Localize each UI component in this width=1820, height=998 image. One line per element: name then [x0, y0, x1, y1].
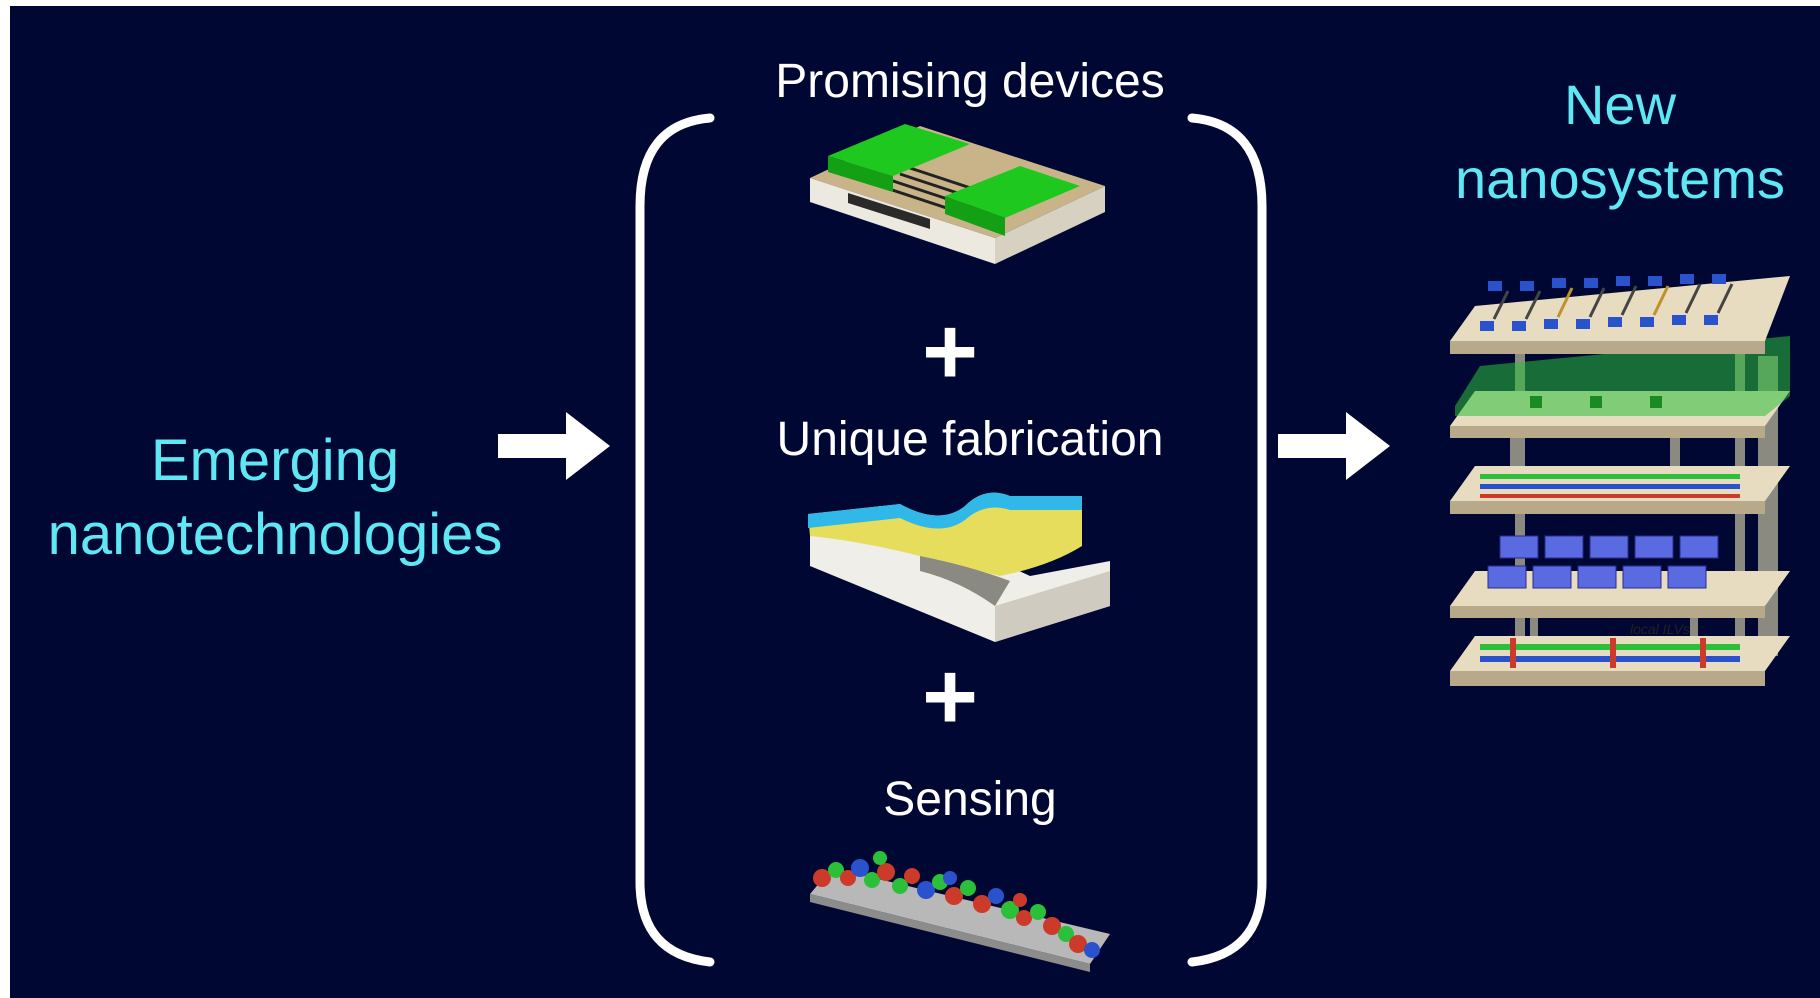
diagram-graphics: local ILVs — [498, 113, 1790, 972]
right-bracket-icon — [1187, 113, 1267, 967]
device-illustration — [810, 124, 1105, 264]
right-arrow-icon — [498, 412, 610, 480]
promising-devices-label: Promising devices — [775, 55, 1165, 108]
plus-sign: + — [921, 643, 979, 750]
new-nanosystems-label: New nanosystems — [1420, 68, 1820, 216]
right-label-line-1: New — [1563, 73, 1677, 136]
local-ilvs-label: local ILVs — [1630, 621, 1690, 637]
unique-fabrication-label: Unique fabrication — [776, 413, 1164, 466]
plus-sign: + — [921, 298, 979, 405]
sensing-illustration — [810, 851, 1110, 972]
right-label-line-2: nanosystems — [1455, 147, 1785, 210]
left-bracket-icon — [635, 113, 715, 967]
fabrication-illustration — [808, 492, 1110, 642]
left-label-line-2: nanotechnologies — [47, 502, 503, 567]
emerging-nanotechnologies-label: Emerging nanotechnologies — [10, 424, 540, 572]
sensing-label: Sensing — [883, 773, 1057, 826]
nanosystem-stack-illustration: local ILVs — [1450, 274, 1790, 686]
slide: Emerging nanotechnologies New nanosystem… — [10, 6, 1820, 998]
right-arrow-icon — [1278, 412, 1390, 480]
left-label-line-1: Emerging — [150, 428, 400, 493]
